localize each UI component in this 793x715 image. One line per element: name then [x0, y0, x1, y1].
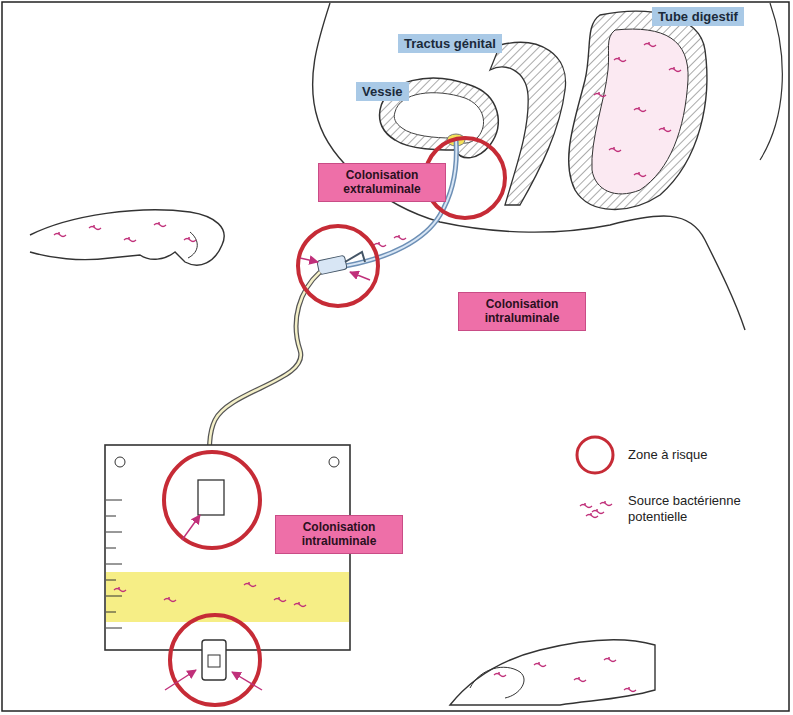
colonisation-label: Colonisation intraluminale — [458, 292, 586, 331]
organ-label: Tube digestif — [652, 7, 744, 26]
scale-tick — [106, 532, 122, 533]
label-text: Colonisation extraluminale — [327, 168, 437, 197]
catheter — [345, 140, 456, 266]
drain-valve — [202, 640, 226, 680]
catheter — [345, 140, 456, 266]
scale-tick — [106, 564, 122, 565]
bacteria-mark — [154, 222, 166, 227]
bacteria-mark — [614, 57, 626, 62]
bacteria-mark — [164, 597, 176, 602]
label-text: Colonisation intraluminale — [284, 520, 394, 549]
bacteria-mark — [634, 172, 646, 177]
scale-tick — [106, 628, 122, 629]
hand — [30, 210, 224, 265]
label-text: Colonisation intraluminale — [467, 297, 577, 326]
bacteria-mark — [244, 582, 256, 587]
body-outline — [760, 3, 782, 160]
scale-tick — [106, 596, 122, 597]
catheter-connector — [317, 255, 347, 275]
digestive-tract — [569, 11, 707, 209]
bacteria-marks — [54, 42, 681, 692]
colonisation-label: Colonisation extraluminale — [318, 163, 446, 202]
organ-label: Vessie — [356, 82, 409, 101]
bacteria-mark — [274, 597, 286, 602]
bacteria-mark — [609, 147, 621, 152]
legend-entry: Zone à risque — [572, 434, 768, 476]
bacteria-swatch — [572, 488, 618, 530]
risk-zone-swatch — [572, 434, 618, 476]
bacteria-mark — [624, 687, 636, 692]
risk-zone-circle — [164, 138, 505, 705]
legend-text: Source bactérienne potentielle — [628, 493, 768, 526]
legend-text: Zone à risque — [628, 447, 768, 463]
bacteria-mark — [374, 242, 386, 247]
hand — [450, 640, 655, 705]
legend-entry: Source bactérienne potentielle — [572, 488, 768, 530]
scale-tick — [106, 548, 116, 549]
entry-arrow — [165, 258, 370, 690]
bacteria-mark — [494, 672, 506, 677]
scale-tick — [106, 516, 116, 517]
urine — [106, 572, 349, 622]
bacteria-mark — [634, 107, 646, 112]
label-text: Tube digestif — [658, 9, 738, 24]
bacteria-mark — [644, 42, 656, 47]
digestive-lumen — [592, 29, 688, 194]
bacteria-mark — [184, 237, 196, 242]
bacteria-mark — [54, 232, 66, 237]
organ-label: Tractus génital — [398, 34, 502, 53]
genital-tract — [490, 42, 566, 205]
bacteria-mark — [534, 662, 546, 667]
scale-tick — [106, 612, 116, 613]
bacteria-mark — [394, 235, 406, 240]
bacteria-mark — [114, 587, 126, 592]
bacteria-mark — [669, 67, 681, 72]
colonisation-label: Colonisation intraluminale — [275, 515, 403, 554]
bacteria-mark — [89, 225, 101, 230]
sampling-port — [345, 252, 365, 262]
bacteria-mark — [574, 677, 586, 682]
label-text: Vessie — [362, 84, 403, 99]
bacteria-mark — [124, 237, 136, 242]
scale-tick — [106, 580, 116, 581]
label-text: Tractus génital — [404, 36, 496, 51]
bacteria-mark — [294, 602, 306, 607]
bag-inlet — [198, 480, 224, 515]
bacteria-mark — [659, 127, 671, 132]
scale-tick — [106, 500, 122, 501]
bacteria-mark — [594, 92, 606, 97]
body-outline — [313, 3, 745, 330]
bacteria-mark — [604, 657, 616, 662]
